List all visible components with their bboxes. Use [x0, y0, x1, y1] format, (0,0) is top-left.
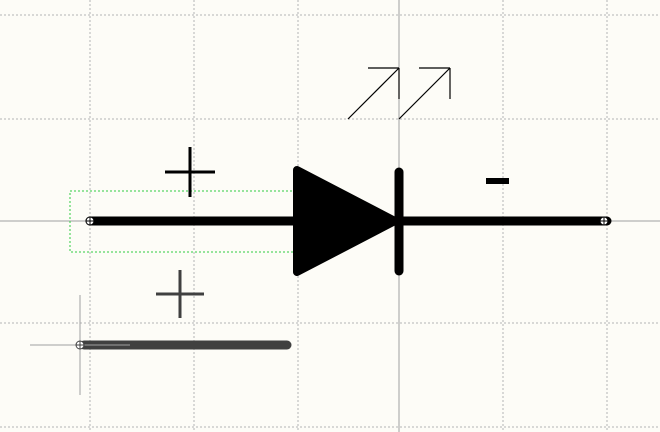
- diode-triangle[interactable]: [293, 166, 399, 276]
- anode-plus-sign[interactable]: [165, 147, 215, 197]
- ghost-plus-sign: [156, 270, 204, 318]
- led-symbol[interactable]: [85, 67, 612, 276]
- cathode-pin-end-marker[interactable]: [599, 216, 609, 226]
- ghost-pin-preview[interactable]: [30, 270, 292, 395]
- emission-arrows-icon[interactable]: [347, 67, 451, 120]
- crosshair-cursor-icon: [30, 295, 130, 395]
- anode-pin-end-marker[interactable]: [85, 216, 95, 226]
